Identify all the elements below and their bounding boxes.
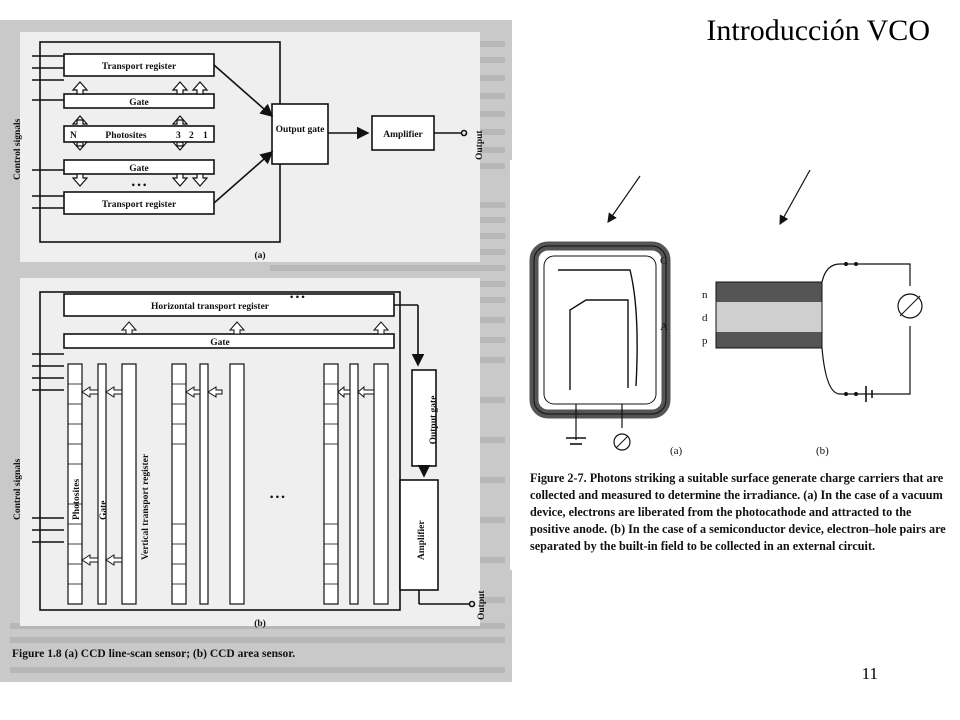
area-sensor <box>32 291 476 611</box>
label-a: A <box>660 321 668 333</box>
horizontal-transport-register-label: Horizontal transport register <box>151 302 270 312</box>
semiconductor-junction <box>715 169 923 402</box>
photosite-n-label: N <box>70 131 77 141</box>
output-gate-b-label: Output gate <box>429 396 439 445</box>
gate-vertical-label: Gate <box>99 500 109 520</box>
label-n: n <box>702 289 708 301</box>
dots-b2-label: • • • <box>270 493 285 503</box>
ccd-sensor-diagram: Transport register Gate N Photosites 3 2… <box>10 32 505 673</box>
label-d: d <box>702 312 708 324</box>
gate-top-label: Gate <box>129 98 149 108</box>
amplifier-a-label: Amplifier <box>383 130 423 140</box>
photosite-3-label: 3 <box>176 131 181 141</box>
transport-register-top-label: Transport register <box>102 62 177 72</box>
charge-transfer-arrows <box>71 81 209 187</box>
control-signals-a-label: Control signals <box>13 118 23 180</box>
figure-1-8-caption: Figure 1.8 (a) CCD line-scan sensor; (b)… <box>12 648 296 660</box>
label-c: C <box>660 255 667 267</box>
output-b-label: Output <box>477 590 487 620</box>
slide-title: Introducción VCO <box>706 14 930 47</box>
photosite-1-label: 1 <box>203 131 208 141</box>
dots-a-label: • • • <box>132 181 147 191</box>
panel-a-right-tag: (a) <box>670 445 683 457</box>
gate-bottom-label: Gate <box>129 164 149 174</box>
transport-register-bottom-label: Transport register <box>102 200 177 210</box>
line-scan-sensor <box>32 41 468 243</box>
gate-b-label: Gate <box>210 338 230 348</box>
control-signals-b-label: Control signals <box>13 458 23 520</box>
photosite-columns <box>67 321 390 605</box>
amplifier-b-label: Amplifier <box>417 520 427 560</box>
output-gate-a-label: Output gate <box>276 125 325 135</box>
photosites-label: Photosites <box>105 131 146 141</box>
output-a-label: Output <box>475 130 485 160</box>
vertical-transport-register-label: Vertical transport register <box>141 453 151 560</box>
panel-a-tag: (a) <box>254 250 265 261</box>
dots-b-label: • • • <box>290 293 305 303</box>
photosites-b-label: Photosites <box>72 479 82 520</box>
page-number: 11 <box>861 664 878 683</box>
panel-b-tag: (b) <box>254 618 266 629</box>
panel-b-right-tag: (b) <box>816 445 829 457</box>
scanned-page-photodetector: C A n d p (a) (b) Figure 2-7. Photons st… <box>510 160 960 570</box>
photosite-2-label: 2 <box>189 131 194 141</box>
figure-2-7-caption: Figure 2-7. Photons striking a suitable … <box>530 471 946 553</box>
label-p: p <box>702 335 708 347</box>
vacuum-tube <box>529 175 671 451</box>
photodetector-diagram: C A n d p (a) (b) <box>529 169 923 457</box>
scanned-page-ccd: Transport register Gate N Photosites 3 2… <box>0 20 512 682</box>
